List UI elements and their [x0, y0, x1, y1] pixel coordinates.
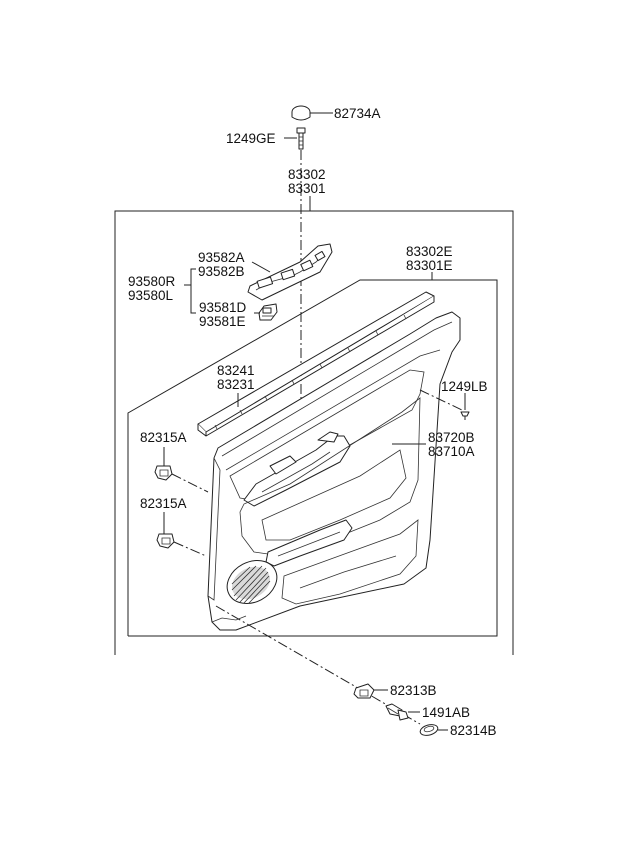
bracket-93580: [190, 268, 196, 314]
label-83301: 83301: [288, 181, 326, 196]
inner-assembly-frame: [127, 279, 498, 637]
cap-82734A: [291, 105, 311, 121]
label-93582B: 93582B: [198, 264, 245, 279]
weatherstrip-83241: [197, 291, 435, 437]
clip-1249LB: [460, 411, 470, 420]
door-trim-panel-83720B: [207, 311, 461, 631]
label-82315A-upper: 82315A: [140, 430, 187, 445]
label-83301E: 83301E: [406, 258, 453, 273]
switch-bezel-93582: [247, 243, 333, 301]
label-93582A: 93582A: [198, 250, 245, 265]
label-82734A: 82734A: [334, 106, 381, 121]
label-83720B: 83720B: [428, 430, 475, 445]
lower-axis-line: [215, 605, 421, 725]
screw-1491AB: [385, 703, 409, 721]
switch-93581: [258, 303, 278, 321]
label-82313B: 82313B: [390, 683, 437, 698]
label-83302: 83302: [288, 167, 326, 182]
label-83241: 83241: [217, 363, 255, 378]
label-93580L: 93580L: [128, 288, 174, 303]
label-1491AB: 1491AB: [422, 705, 470, 720]
label-82314B: 82314B: [450, 723, 497, 738]
clip-82315A-upper: [154, 465, 173, 481]
label-93581E: 93581E: [199, 314, 246, 329]
clip-82313B: [353, 683, 375, 699]
label-83710A: 83710A: [428, 444, 475, 459]
outer-assembly-frame: [114, 210, 514, 655]
label-1249GE: 1249GE: [226, 131, 276, 146]
label-82315A-lower: 82315A: [140, 496, 187, 511]
label-1249LB: 1249LB: [441, 379, 488, 394]
label-93581D: 93581D: [199, 300, 247, 315]
screw-1249GE: [296, 127, 306, 150]
cap-82314B: [419, 724, 439, 736]
label-83231: 83231: [217, 377, 255, 392]
label-93580R: 93580R: [128, 274, 176, 289]
label-83302E: 83302E: [406, 244, 453, 259]
clip-82315A-lower: [156, 533, 175, 549]
